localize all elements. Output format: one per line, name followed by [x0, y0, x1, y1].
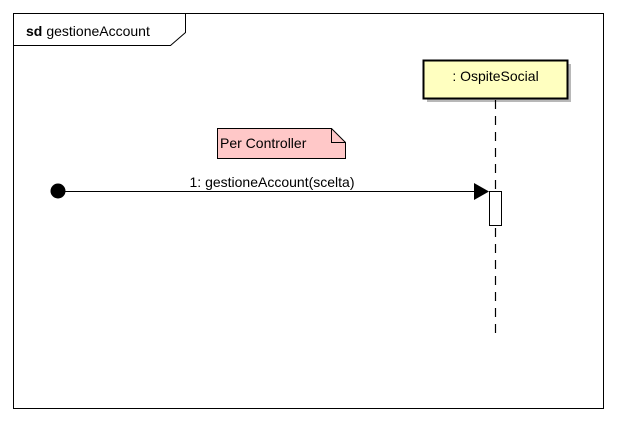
frame-keyword: sd [26, 23, 42, 39]
message-arrowhead [474, 183, 489, 200]
note-folded-corner [331, 128, 346, 143]
note-per-controller[interactable] [217, 128, 346, 159]
note-text: Per Controller [220, 135, 307, 151]
frame-name-tab [13, 13, 186, 46]
frame-name: gestioneAccount [46, 23, 150, 39]
activation-bar [489, 191, 502, 226]
lifeline-label: : OspiteSocial [452, 68, 538, 84]
message-label: 1: gestioneAccount(scelta) [190, 174, 355, 190]
lifeline-head-ospitesocial[interactable] [422, 59, 569, 100]
